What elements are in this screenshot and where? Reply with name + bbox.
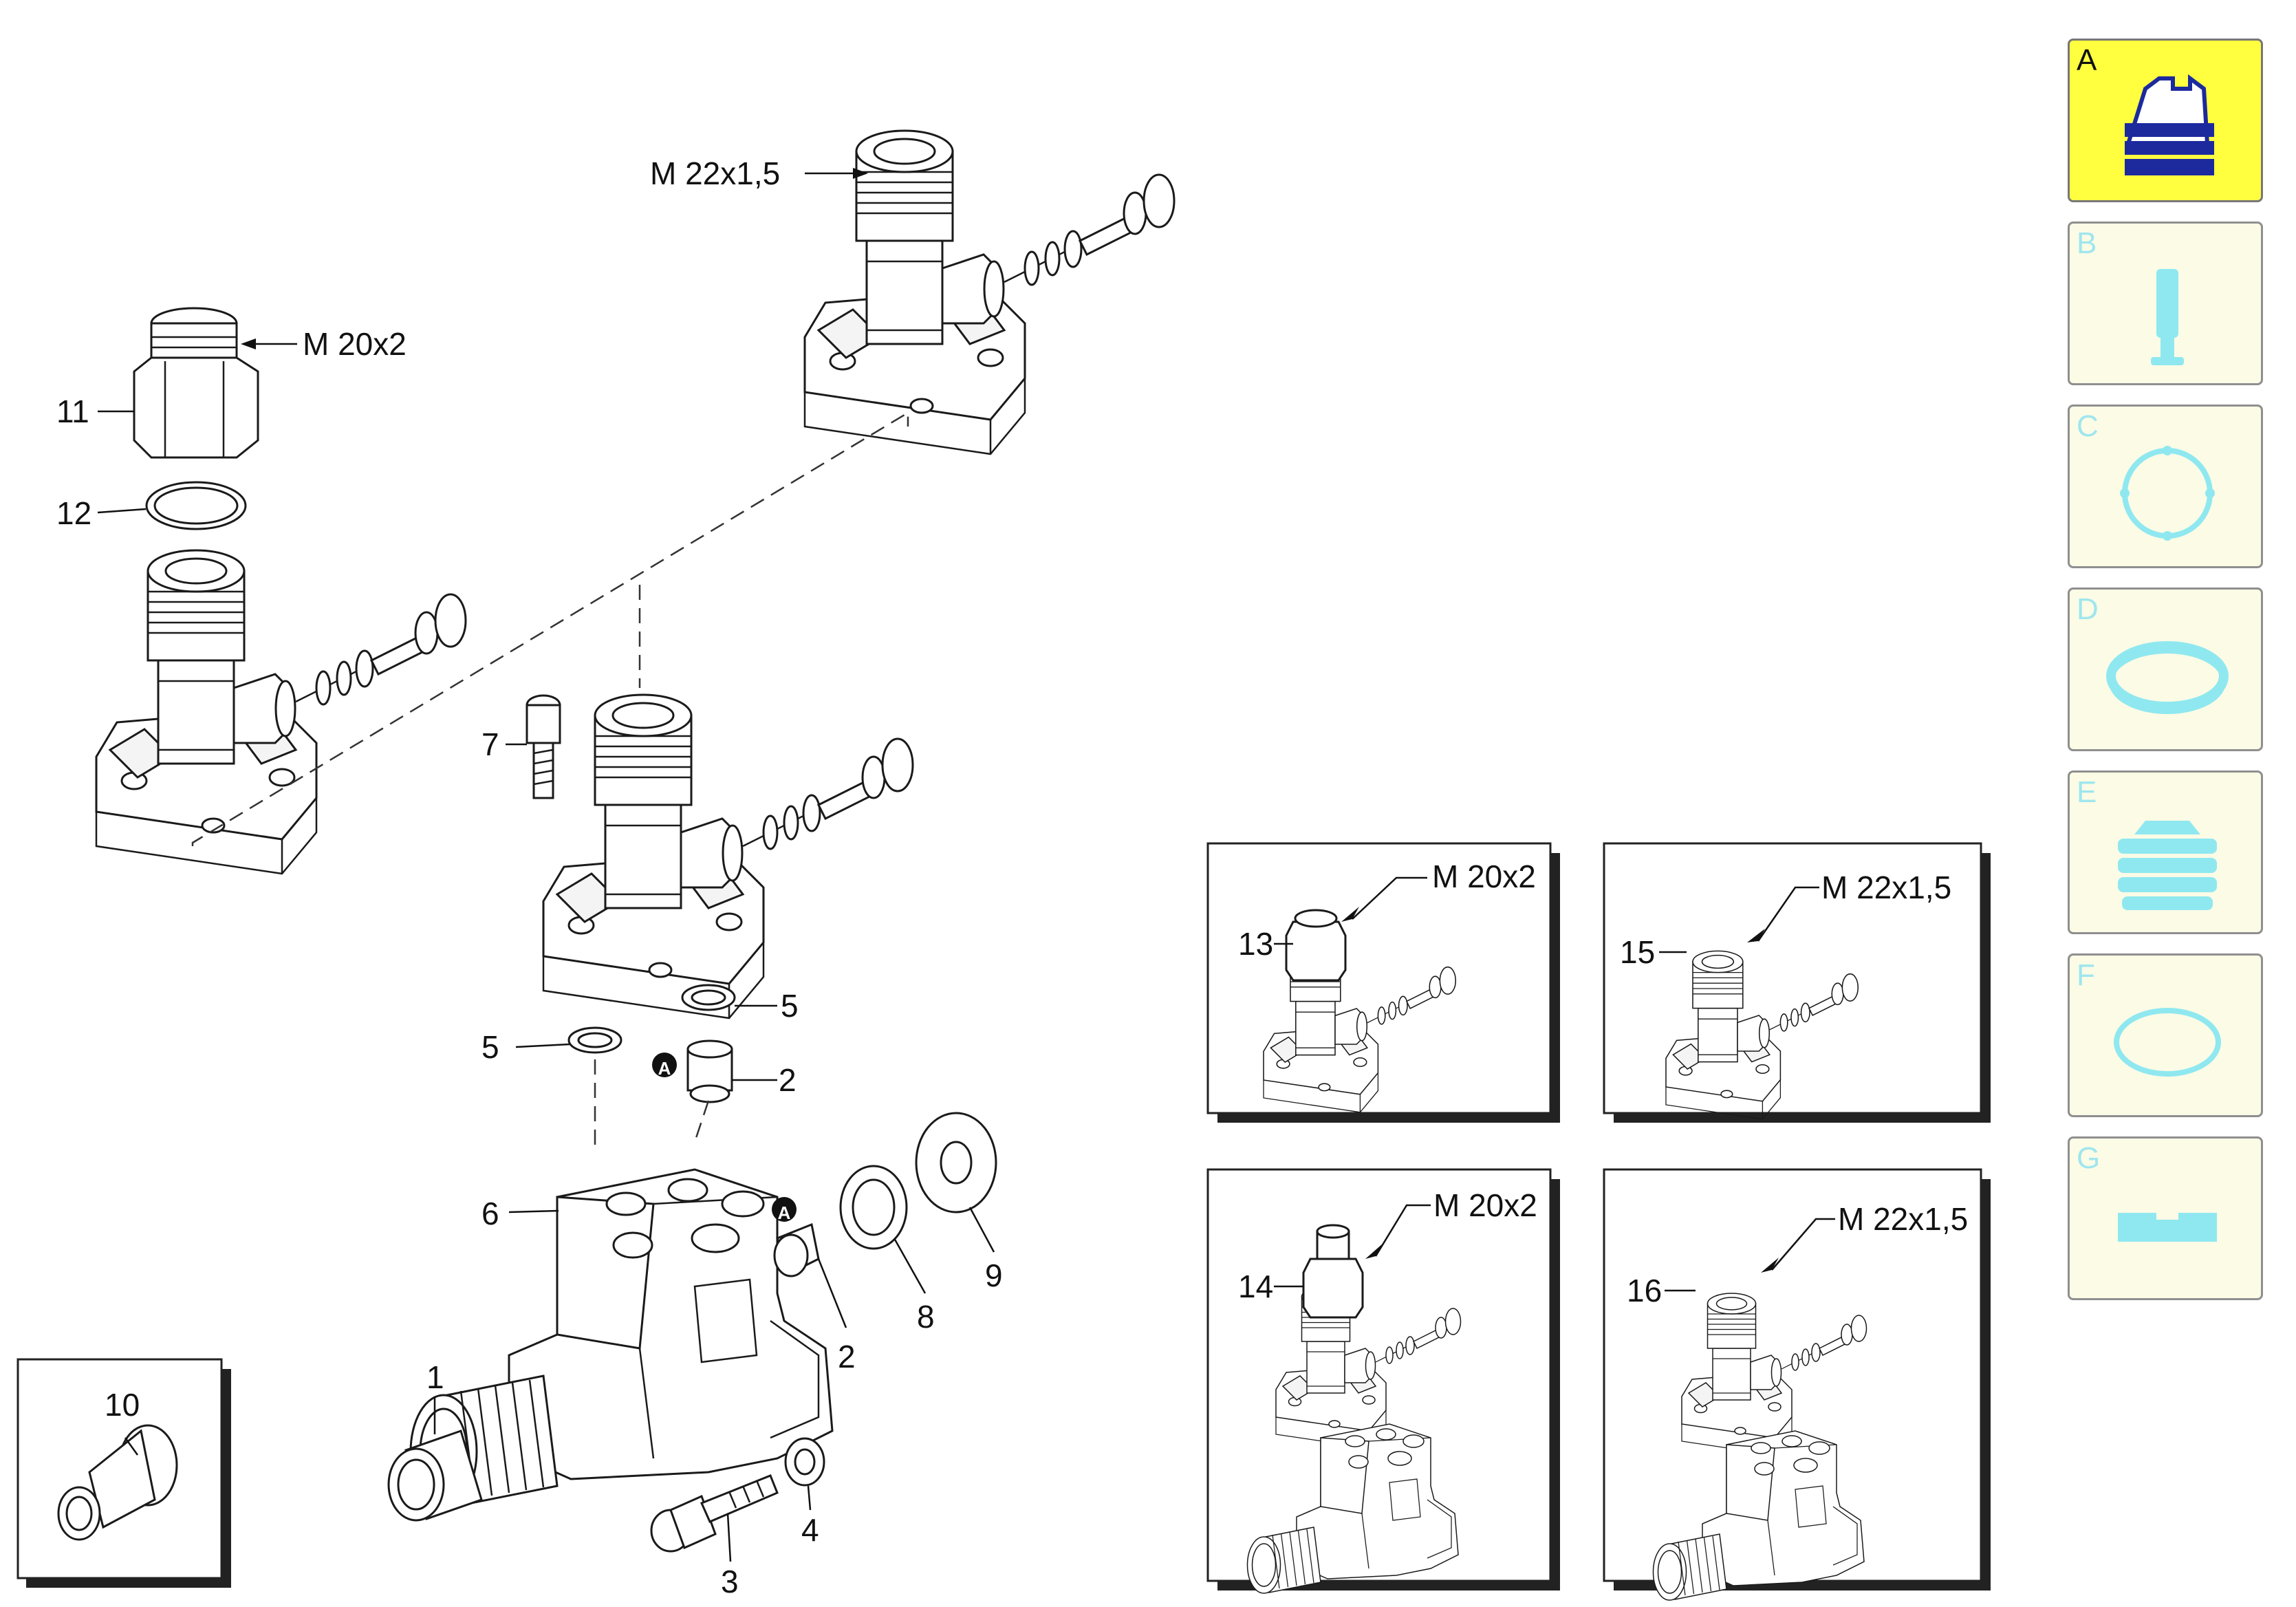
part-number-8: 8	[917, 1299, 935, 1335]
adapter-nut-11[interactable]	[133, 307, 259, 459]
tab-d[interactable]: D	[2068, 587, 2263, 751]
tab-a-letter: A	[2077, 43, 2097, 77]
washer-5-left[interactable]	[567, 1026, 622, 1054]
washer-9[interactable]	[915, 1112, 997, 1214]
exploded-parts-diagram: M 22x1,5 M 20x2 11 12 7 5 5	[17, 129, 1991, 1601]
thread-label-14: M 20x2	[1433, 1187, 1537, 1223]
seal-8[interactable]	[839, 1165, 908, 1250]
part-number-9: 9	[985, 1258, 1003, 1293]
sleeve-1[interactable]	[387, 1430, 483, 1522]
part-number-2-lower: 2	[838, 1339, 856, 1374]
grooved-sleeve-icon	[2118, 821, 2217, 910]
part-number-2-upper: 2	[779, 1062, 797, 1098]
part-number-5-left: 5	[481, 1029, 499, 1065]
inset-variant-16[interactable]	[1603, 1168, 1991, 1601]
check-valve-2-upper[interactable]	[686, 1039, 733, 1103]
thread-label-13: M 20x2	[1432, 859, 1536, 894]
valve-head-center[interactable]	[542, 693, 914, 1020]
pump-housing-6[interactable]	[409, 1168, 834, 1509]
part-number-14: 14	[1238, 1269, 1273, 1304]
part-number-5-right: 5	[781, 988, 799, 1024]
thread-label-top: M 22x1,5	[650, 155, 780, 191]
tab-e-letter: E	[2077, 775, 2097, 809]
tab-b-letter: B	[2077, 226, 2097, 260]
part-number-15: 15	[1620, 934, 1655, 970]
tab-g-letter: G	[2077, 1141, 2101, 1175]
tab-g[interactable]: G	[2068, 1136, 2263, 1300]
part-number-6: 6	[481, 1196, 499, 1231]
marker-a-lower	[772, 1197, 797, 1222]
inset-variant-15[interactable]	[1603, 842, 1991, 1123]
clip-plate-icon	[2118, 1213, 2217, 1242]
tab-f[interactable]: F	[2068, 953, 2263, 1117]
inset-variant-13[interactable]	[1206, 842, 1560, 1123]
marker-a-upper	[652, 1053, 677, 1077]
tab-c[interactable]: C	[2068, 405, 2263, 568]
thread-label-15: M 22x1,5	[1821, 870, 1951, 905]
tab-f-letter: F	[2077, 958, 2095, 992]
tab-b[interactable]: B	[2068, 222, 2263, 385]
part-number-11: 11	[56, 393, 89, 429]
part-number-1: 1	[426, 1359, 444, 1395]
part-number-16: 16	[1627, 1273, 1662, 1308]
valve-pin-icon	[2151, 269, 2184, 365]
inset-variant-14[interactable]	[1206, 1168, 1560, 1594]
tab-c-letter: C	[2077, 409, 2099, 443]
thread-label-left: M 20x2	[303, 326, 407, 362]
thread-label-16: M 22x1,5	[1838, 1201, 1968, 1237]
part-number-10: 10	[105, 1387, 140, 1423]
svg-text:A: A	[778, 1202, 791, 1223]
tab-d-letter: D	[2077, 592, 2099, 626]
tab-e[interactable]: E	[2068, 770, 2263, 934]
part-number-12: 12	[56, 495, 91, 531]
check-valve-2-lower[interactable]	[773, 1222, 820, 1277]
washer-4[interactable]	[784, 1437, 825, 1487]
o-ring-12[interactable]	[145, 481, 247, 530]
gasket-icon	[2114, 1008, 2221, 1077]
pump-head-icon	[2125, 74, 2214, 175]
tab-a[interactable]: A	[2068, 39, 2263, 202]
screw-3[interactable]	[650, 1474, 779, 1553]
valve-head-m22-upper[interactable]	[803, 129, 1176, 455]
o-ring-icon	[2120, 446, 2215, 541]
part-number-7: 7	[481, 726, 499, 762]
part-number-4: 4	[801, 1512, 819, 1548]
svg-text:A: A	[658, 1058, 671, 1079]
seal-ring-icon	[2106, 641, 2229, 714]
inset-part-10[interactable]	[17, 1358, 231, 1588]
part-number-13: 13	[1238, 926, 1273, 962]
washer-5-right[interactable]	[681, 984, 736, 1011]
screw-7[interactable]	[526, 694, 561, 799]
part-number-3: 3	[721, 1564, 739, 1599]
